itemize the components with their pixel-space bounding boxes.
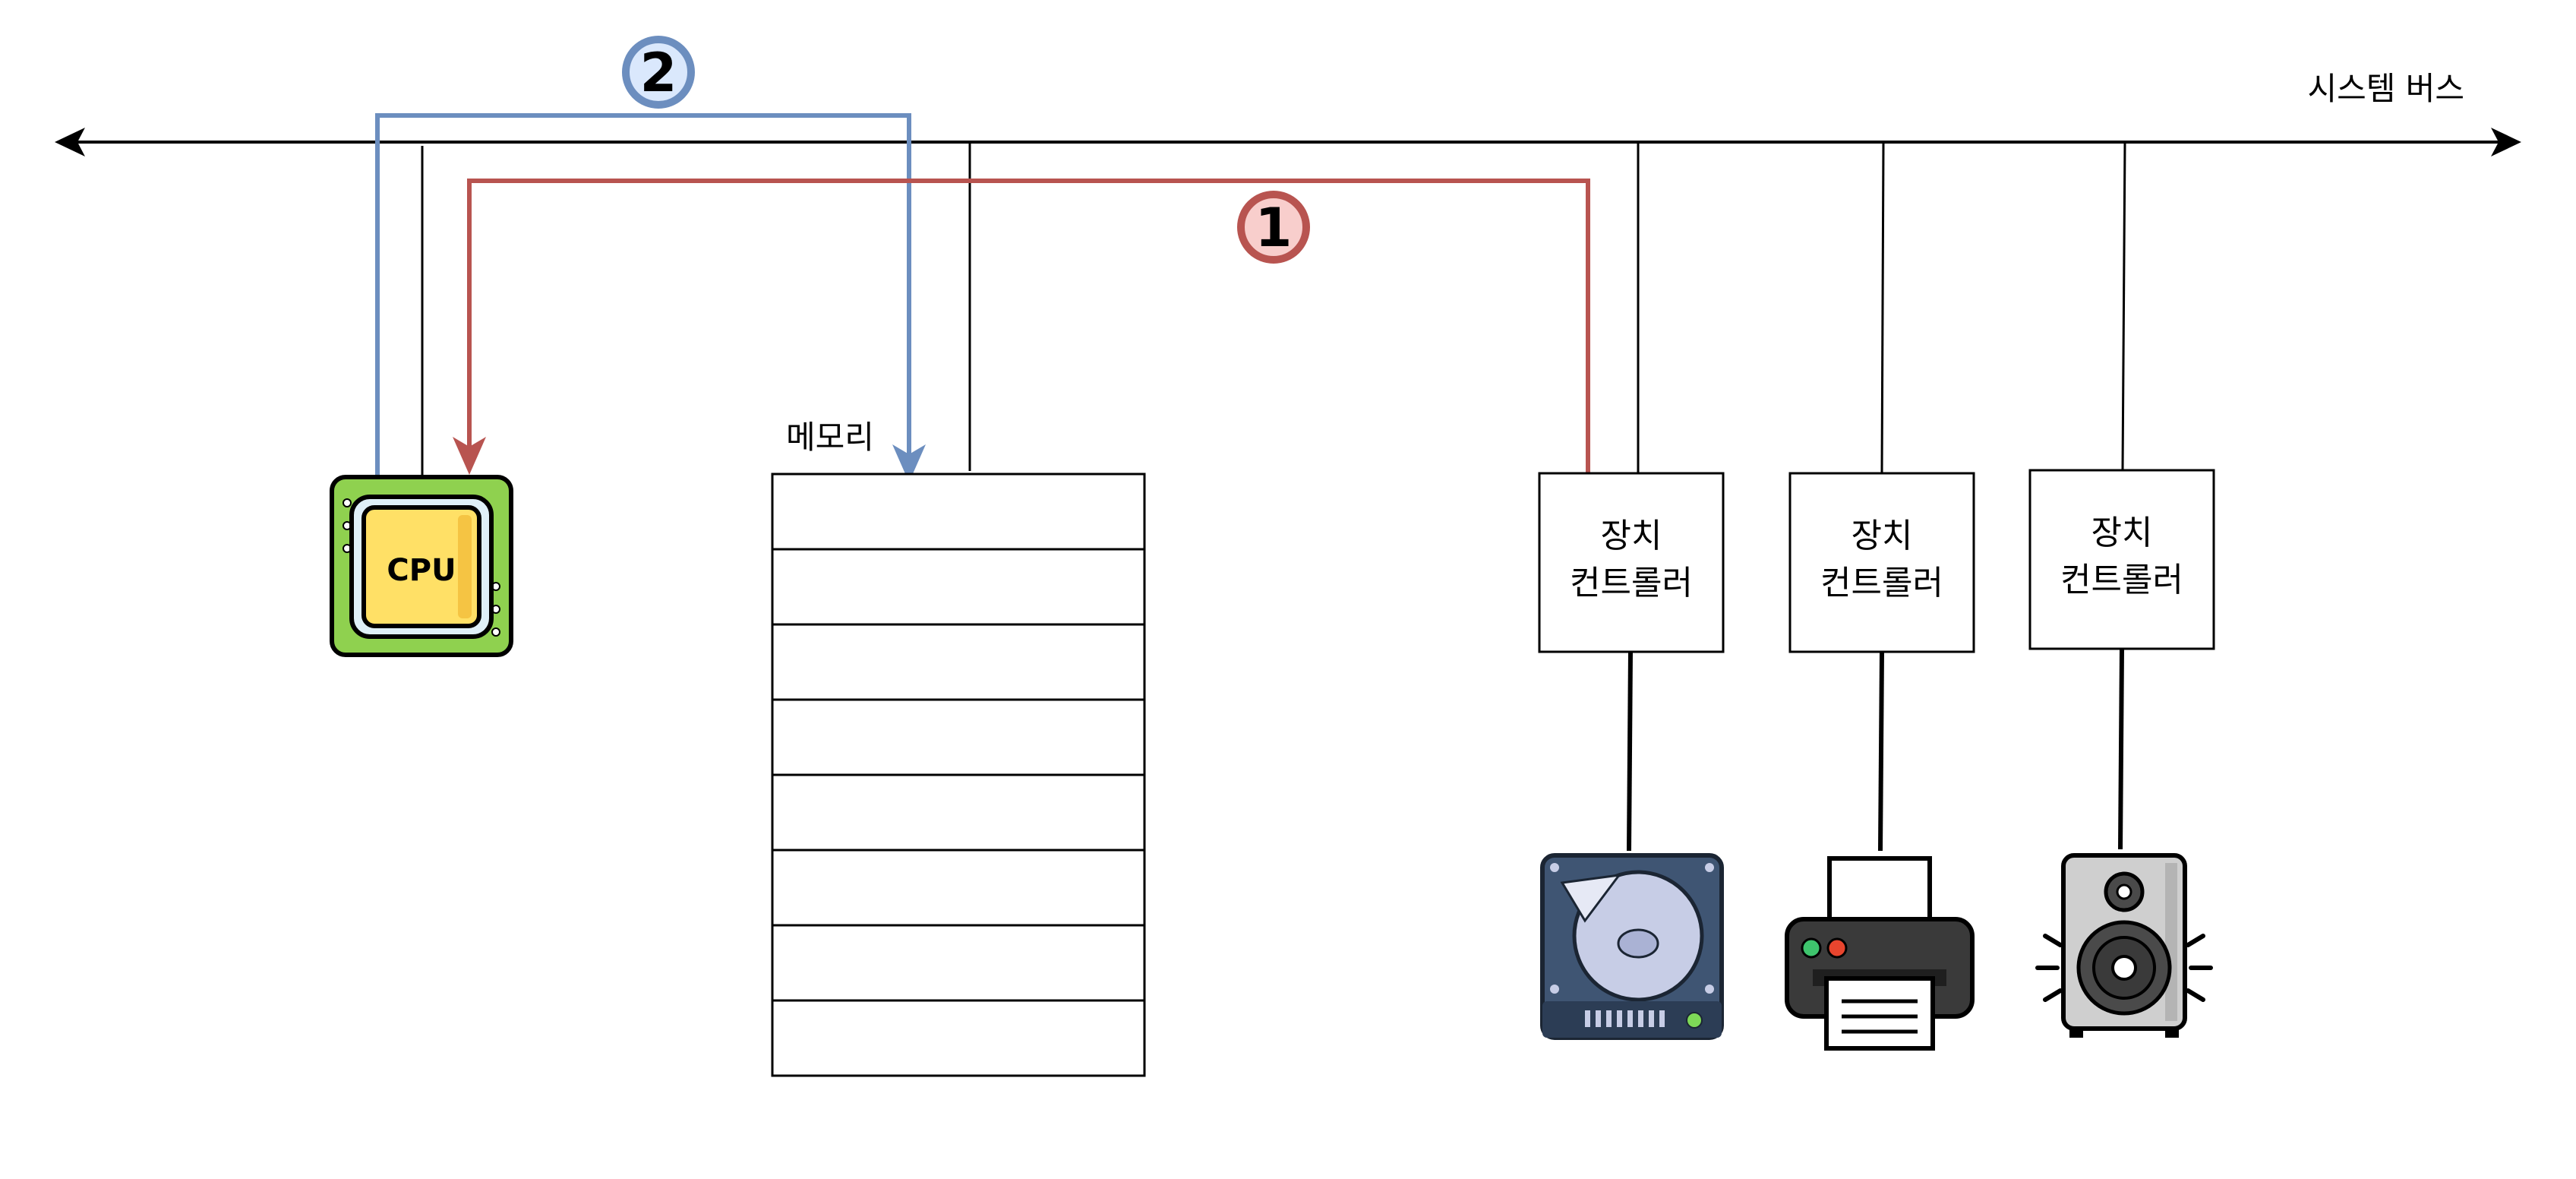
bus-left-arrow-icon: [55, 128, 85, 156]
step-1-arrowhead-icon: [453, 437, 486, 475]
step-2-path: [375, 113, 926, 482]
cpu-chip-icon: CPU: [330, 475, 513, 657]
bus-right-arrow-icon: [2491, 128, 2521, 156]
system-bus: 시스템 버스: [55, 70, 2521, 156]
device-controller-2: 장치 컨트롤러: [1788, 472, 1975, 653]
memory-cell: [771, 473, 1146, 551]
memory-cell: [771, 924, 1146, 1002]
disk-connector: [1627, 651, 1633, 852]
controller-3-label-line1: 장치: [2091, 514, 2153, 552]
device-controller-3: 장치 컨트롤러: [2028, 469, 2215, 650]
step-1-path: [453, 179, 1590, 475]
controller-1-label-line1: 장치: [1601, 517, 1662, 555]
controller-3-label-line2: 컨트롤러: [2060, 561, 2183, 599]
memory-cell: [771, 698, 1146, 776]
memory-cell: [771, 623, 1146, 701]
device-connectors: [1627, 648, 2124, 852]
memory-cell: [771, 773, 1146, 852]
cpu-label: CPU: [387, 553, 456, 588]
memory: 메모리: [771, 419, 1146, 1077]
step-2-arrowhead-icon: [892, 444, 926, 482]
memory-label: 메모리: [786, 419, 874, 456]
printer-icon: [1785, 856, 1975, 1051]
speaker-icon: [2035, 853, 2213, 1038]
hard-disk-icon: [1540, 853, 1724, 1040]
controller-1-label-line2: 컨트롤러: [1570, 564, 1693, 602]
bus-connectors: [421, 141, 2126, 479]
step-1-number: 1: [1255, 197, 1293, 259]
memory-cell: [771, 999, 1146, 1077]
step-1-badge: 1: [1237, 191, 1310, 264]
controller-2-label-line2: 컨트롤러: [1820, 564, 1943, 602]
controller-2-label-line1: 장치: [1852, 517, 1913, 555]
controller-2-bus-connector: [1880, 141, 1885, 474]
memory-cell: [771, 548, 1146, 626]
step-2-number: 2: [640, 42, 677, 104]
controller-3-bus-connector: [2121, 141, 2126, 471]
printer-connector: [1878, 651, 1884, 852]
system-bus-label: 시스템 버스: [2307, 70, 2464, 107]
memory-cells: [771, 473, 1146, 1077]
memory-cell: [771, 849, 1146, 927]
device-controller-1: 장치 컨트롤러: [1538, 472, 1725, 653]
speaker-connector: [2118, 648, 2124, 850]
step-2-badge: 2: [622, 36, 695, 109]
